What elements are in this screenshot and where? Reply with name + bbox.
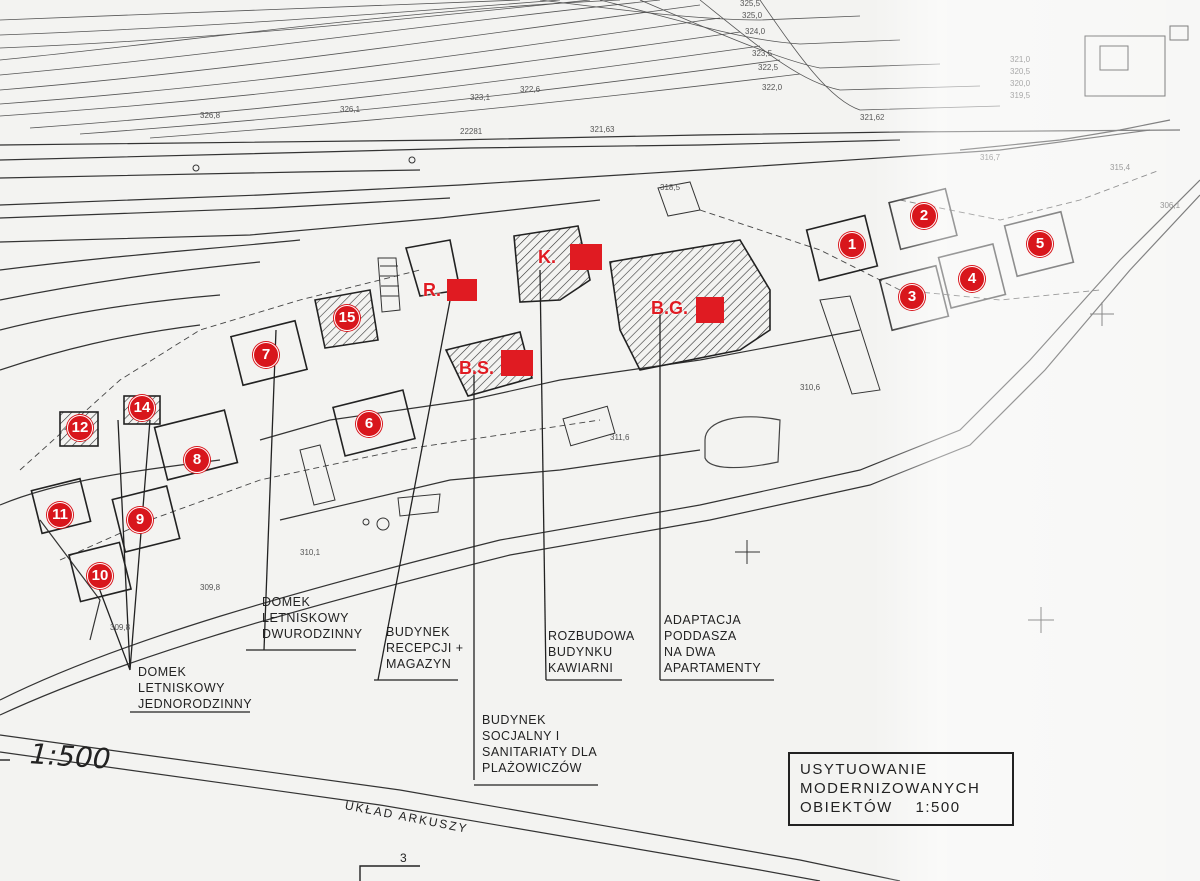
cottage-marker-11[interactable]: 11 xyxy=(47,502,73,528)
cottage-marker-15[interactable]: 15 xyxy=(334,305,360,331)
note-reception: BUDYNEK RECEPCJI + MAGAZYN xyxy=(386,625,464,671)
note-cafe: ROZBUDOWA BUDYNKU KAWIARNI xyxy=(548,629,635,675)
social-building-marker xyxy=(501,350,533,376)
svg-text:323,1: 323,1 xyxy=(470,93,491,102)
title-line-1: USYTUOWANIE xyxy=(800,761,928,778)
reception-label[interactable]: R. xyxy=(423,280,441,300)
title-block: USYTUOWANIE MODERNIZOWANYCH OBIEKTÓW 1:5… xyxy=(788,752,1014,826)
svg-text:326,8: 326,8 xyxy=(200,111,221,120)
cottage-marker-10[interactable]: 10 xyxy=(87,563,113,589)
svg-text:22281: 22281 xyxy=(460,127,483,136)
svg-text:309,8: 309,8 xyxy=(110,623,131,632)
cottage-marker-6[interactable]: 6 xyxy=(356,411,382,437)
svg-text:321,0: 321,0 xyxy=(1010,55,1031,64)
cottage-marker-3[interactable]: 3 xyxy=(899,284,925,310)
svg-text:322,5: 322,5 xyxy=(758,63,779,72)
svg-text:326,1: 326,1 xyxy=(340,105,361,114)
misc-structures xyxy=(192,156,881,531)
svg-text:315,4: 315,4 xyxy=(1110,163,1131,172)
cottage-marker-14[interactable]: 14 xyxy=(129,395,155,421)
note-double-cottage: DOMEK LETNISKOWY DWURODZINNY xyxy=(262,595,363,641)
title-line-3: OBIEKTÓW 1:500 xyxy=(800,799,961,816)
leader-lines xyxy=(95,269,774,786)
svg-text:324,0: 324,0 xyxy=(745,27,766,36)
pool-outline xyxy=(704,416,781,469)
svg-text:320,0: 320,0 xyxy=(1010,79,1031,88)
svg-text:325,0: 325,0 xyxy=(742,11,763,20)
svg-text:306,1: 306,1 xyxy=(1160,201,1181,210)
cottage-marker-2[interactable]: 2 xyxy=(911,203,937,229)
main-building-marker xyxy=(696,297,724,323)
dashed-lines xyxy=(19,169,1161,561)
cottage-marker-4[interactable]: 4 xyxy=(959,266,985,292)
svg-text:318,5: 318,5 xyxy=(660,183,681,192)
svg-text:323,5: 323,5 xyxy=(752,49,773,58)
cottage-marker-1[interactable]: 1 xyxy=(839,232,865,258)
cottage-marker-7[interactable]: 7 xyxy=(253,342,279,368)
svg-text:325,5: 325,5 xyxy=(740,0,761,8)
svg-text:322,6: 322,6 xyxy=(520,85,541,94)
svg-text:319,5: 319,5 xyxy=(1010,91,1031,100)
scale-label: 1:500 xyxy=(28,737,112,776)
cafe-marker xyxy=(570,244,602,270)
svg-text:311,6: 311,6 xyxy=(610,433,630,442)
cottage-marker-9[interactable]: 9 xyxy=(127,507,153,533)
svg-text:310,1: 310,1 xyxy=(300,548,321,557)
title-scale: 1:500 xyxy=(915,799,961,816)
svg-text:320,5: 320,5 xyxy=(1010,67,1031,76)
note-single-cottage: DOMEK LETNISKOWY JEDNORODZINNY xyxy=(138,665,253,711)
svg-text:310,6: 310,6 xyxy=(800,383,821,392)
cottage-marker-8[interactable]: 8 xyxy=(184,447,210,473)
svg-text:316,7: 316,7 xyxy=(980,153,1001,162)
svg-text:321,63: 321,63 xyxy=(590,125,615,134)
cottage-marker-12[interactable]: 12 xyxy=(67,415,93,441)
title-line-2: MODERNIZOWANYCH xyxy=(800,780,981,797)
sheet-frame xyxy=(0,759,420,881)
svg-text:309,8: 309,8 xyxy=(200,583,221,592)
sheet-number: 3 xyxy=(400,851,408,865)
social-building-label[interactable]: B.S. xyxy=(459,358,495,378)
hatched-buildings xyxy=(59,225,771,447)
road-lines xyxy=(0,119,1200,881)
reception-marker xyxy=(447,279,477,301)
note-social: BUDYNEK SOCJALNY I SANITARIATY DLA PLAŻO… xyxy=(482,713,598,775)
cottage-marker-5[interactable]: 5 xyxy=(1027,231,1053,257)
top-right-structure xyxy=(1084,25,1189,97)
svg-text:322,0: 322,0 xyxy=(762,83,783,92)
contour-lines xyxy=(0,0,1001,139)
survey-crosses xyxy=(735,302,1114,633)
note-attic: ADAPTACJA PODDASZA NA DWA APARTAMENTY xyxy=(664,613,762,675)
cafe-label[interactable]: K. xyxy=(538,247,556,267)
main-building-label[interactable]: B.G. xyxy=(651,298,689,318)
svg-text:321,62: 321,62 xyxy=(860,113,885,122)
